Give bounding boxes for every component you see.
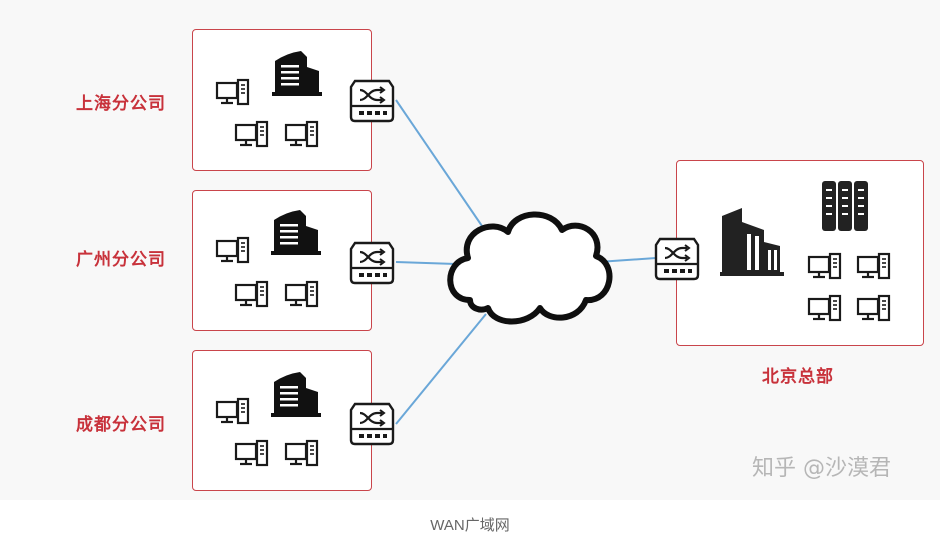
desktop-computer-icon [234, 120, 269, 148]
server-rack-icon [822, 181, 868, 231]
branch-devices-shanghai [215, 51, 395, 148]
office-building-icon [272, 51, 322, 96]
internet-cloud-icon [447, 211, 613, 325]
desktop-computer-icon [215, 236, 250, 264]
hq-devices [654, 181, 891, 322]
desktop-computer-icon [856, 252, 891, 280]
branch-devices-guangzhou [215, 210, 395, 308]
office-building-icon [720, 208, 784, 276]
desktop-computer-icon [215, 78, 250, 106]
desktop-computer-icon [856, 294, 891, 322]
network-switch-icon [349, 402, 395, 446]
branch-box-chengdu [192, 350, 372, 491]
diagram-graphics [215, 51, 891, 467]
network-switch-icon [654, 237, 700, 281]
link-chengdu [395, 313, 487, 425]
office-building-icon [271, 210, 321, 255]
desktop-computer-icon [807, 252, 842, 280]
branch-box-shanghai [192, 29, 372, 171]
desktop-computer-icon [234, 280, 269, 308]
figure-caption: WAN广域网 [430, 517, 510, 534]
desktop-computer-icon [807, 294, 842, 322]
branch-label-chengdu: 成都分公司 [76, 415, 166, 435]
desktop-computer-icon [284, 280, 319, 308]
branch-label-guangzhou: 广州分公司 [76, 250, 166, 270]
link-guangzhou [395, 261, 457, 265]
desktop-computer-icon [215, 397, 250, 425]
link-shanghai [395, 99, 483, 227]
desktop-computer-icon [284, 439, 319, 467]
watermark-text: 知乎 @沙漠君 [752, 456, 891, 481]
office-building-icon [271, 372, 321, 417]
desktop-computer-icon [284, 120, 319, 148]
network-switch-icon [349, 79, 395, 123]
branch-devices-chengdu [215, 372, 395, 467]
network-switch-icon [349, 241, 395, 285]
desktop-computer-icon [234, 439, 269, 467]
branch-label-shanghai: 上海分公司 [76, 94, 166, 114]
hq-label: 北京总部 [762, 367, 834, 387]
